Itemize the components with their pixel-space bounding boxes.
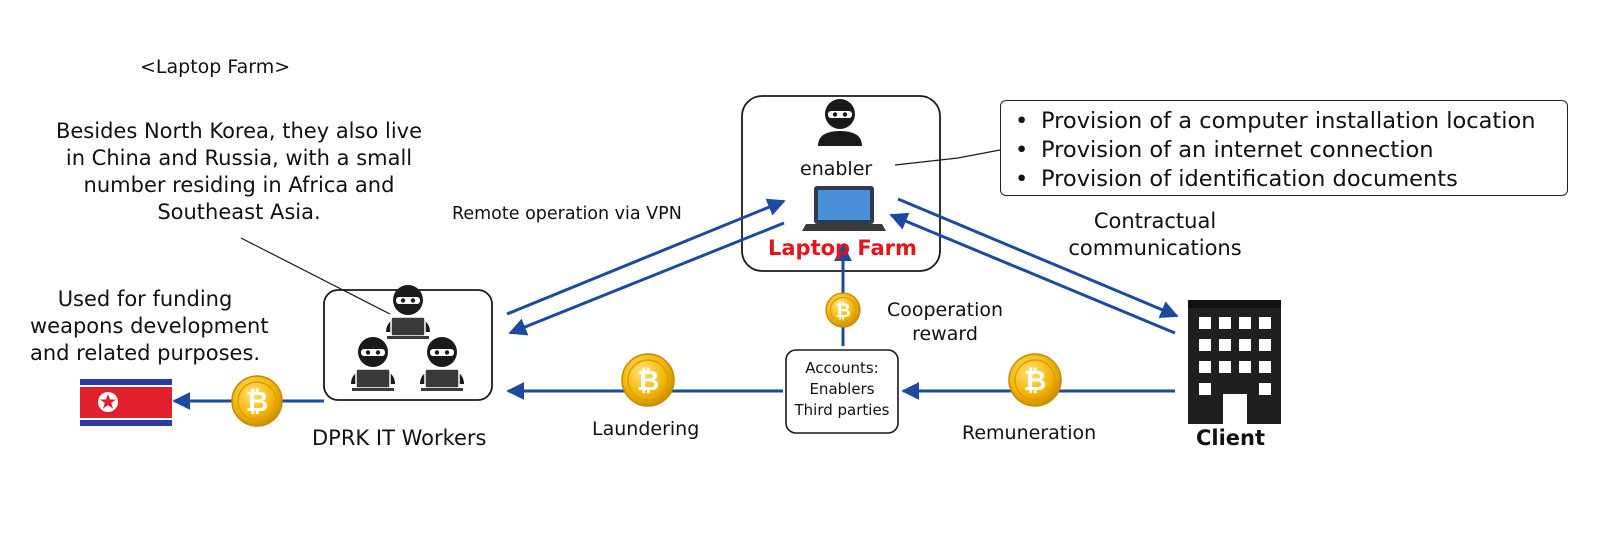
residence-note-line: Besides North Korea, they also live	[55, 119, 422, 143]
bitcoin-coin-icon: ₿	[825, 292, 861, 328]
contract-label-line: communications	[1068, 235, 1242, 260]
flow-arrows	[172, 197, 1179, 410]
residence-note-line: Southeast Asia.	[157, 199, 321, 224]
accounts-label-line: Third parties	[794, 401, 890, 419]
client-label: Client	[1196, 426, 1266, 450]
residence-note-line: number residing in Africa and	[83, 172, 395, 197]
contract-arrow-down	[897, 197, 1179, 319]
accounts-label-line: Enablers	[809, 380, 875, 398]
vpn-label: Remote operation via VPN	[452, 204, 682, 224]
funding-note: Used for funding weapons development and…	[30, 286, 269, 367]
cooperation-label-line: reward	[912, 323, 978, 346]
north-korea-flag-icon	[80, 379, 172, 426]
hacker-icon	[351, 337, 395, 391]
cooperation-label: Cooperation reward	[875, 298, 1015, 347]
laptop-farm-label: Laptop Farm	[768, 236, 917, 260]
office-building-icon	[1188, 300, 1281, 424]
accounts-label-line: Accounts:	[805, 359, 879, 377]
coin-symbol: ₿	[637, 364, 660, 397]
contract-arrow-up	[889, 212, 1176, 335]
funding-note-line: Used for funding	[57, 287, 233, 311]
hacker-icon	[420, 337, 464, 391]
residence-leader-line	[240, 237, 391, 315]
coin-symbol: ₿	[835, 300, 850, 322]
remuneration-label: Remuneration	[962, 422, 1097, 444]
laptop-farm-box	[741, 95, 941, 272]
bitcoin-coin-icon: ₿	[1008, 353, 1062, 407]
provision-item: Provision of identification documents	[1015, 165, 1567, 194]
provision-item: Provision of a computer installation loc…	[1015, 107, 1567, 136]
hacker-icon	[386, 285, 430, 339]
cooperation-label-line: Cooperation	[886, 299, 1004, 321]
enabler-provisions-box: Provision of a computer installation loc…	[1000, 100, 1568, 196]
coin-symbol: ₿	[246, 385, 269, 418]
funding-note-line: and related purposes.	[30, 340, 261, 365]
vpn-arrow-up	[506, 198, 786, 316]
bitcoin-coin-icon: ₿	[231, 375, 283, 427]
coin-symbol: ₿	[1024, 364, 1047, 397]
laundering-label: Laundering	[592, 418, 700, 440]
enabler-label: enabler	[800, 158, 873, 180]
it-workers-label: DPRK IT Workers	[312, 426, 487, 450]
enabler-callout-line	[894, 149, 1001, 166]
residence-note: Besides North Korea, they also live in C…	[20, 118, 458, 226]
accounts-label: Accounts: Enablers Third parties	[786, 358, 898, 421]
contract-label-line: Contractual	[1093, 209, 1217, 233]
residence-note-line: in China and Russia, with a small	[65, 145, 413, 170]
hacker-icon	[818, 99, 862, 146]
provision-item: Provision of an internet connection	[1015, 136, 1567, 165]
accounts-box	[785, 349, 899, 434]
bitcoin-coin-icon: ₿	[621, 353, 675, 407]
laptop-icon	[802, 186, 886, 231]
funding-note-line: weapons development	[30, 313, 269, 338]
header-label: <Laptop Farm>	[140, 56, 291, 78]
vpn-arrow-down	[508, 221, 785, 336]
contract-label: Contractual communications	[1050, 208, 1260, 262]
